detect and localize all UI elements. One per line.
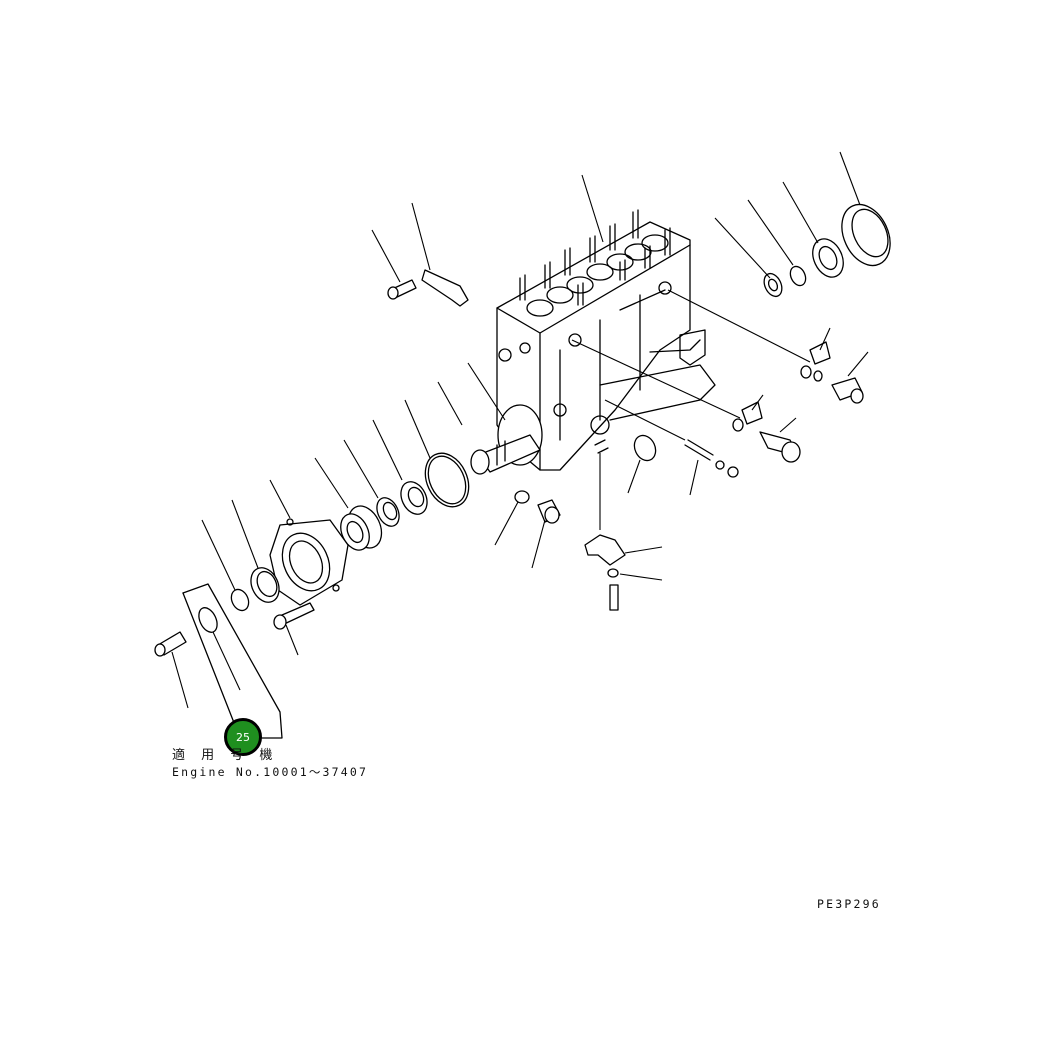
bearing-ring	[250, 567, 280, 603]
banjo-fitting-lower	[732, 401, 801, 463]
washer-b	[376, 497, 400, 527]
dowel-pin	[154, 631, 187, 657]
o-ring-large	[424, 452, 470, 508]
leader-lines	[171, 151, 869, 709]
camshaft-flange	[470, 404, 543, 475]
flange-cover	[269, 518, 349, 606]
clamp-bracket	[584, 534, 626, 611]
washer-a	[400, 481, 428, 515]
plug-and-gasket	[514, 439, 609, 524]
gear-bearing	[340, 505, 383, 551]
flange-bolt	[273, 602, 315, 630]
banjo-fitting-upper	[800, 341, 864, 404]
applicability-label: 適 用 号 機	[172, 748, 279, 763]
right-bearing-set	[763, 203, 891, 298]
shim-plate	[182, 583, 283, 739]
drawing-code: PE3P296	[817, 897, 881, 911]
delivery-studs	[519, 209, 671, 306]
bracket-and-bolt	[387, 269, 469, 307]
small-washer	[230, 588, 250, 612]
o-ring-small	[633, 434, 657, 462]
serial-range-label: Engine No.10001～37407	[172, 765, 369, 779]
callout-badge-25[interactable]: 25	[224, 718, 262, 756]
stud-and-nut	[684, 439, 739, 478]
